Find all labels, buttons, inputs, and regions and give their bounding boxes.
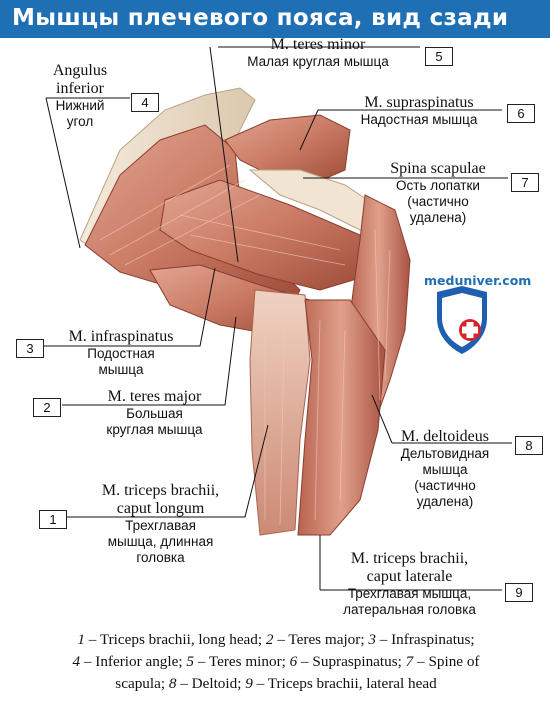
triceps-longum-russian-2: мышца, длинная (107, 534, 214, 549)
triceps-laterale-latin-1: M. triceps brachii, (350, 550, 469, 567)
infraspinatus-russian-2: мышца (98, 362, 144, 377)
spina-russian-2: (частично (407, 194, 469, 209)
number-box-6: 6 (507, 104, 535, 123)
caption-text: – Triceps brachii, lateral head (252, 675, 437, 692)
caption-num: 3 (368, 631, 376, 648)
angulus-russian-2: угол (66, 114, 94, 129)
caption-num: 8 (168, 675, 177, 692)
triceps-lateral-head (297, 299, 386, 536)
caption-text: – Infraspinatus; (375, 631, 475, 648)
muscle-fibers (99, 164, 391, 526)
angulus-russian-1: Нижний (55, 98, 105, 113)
triceps-longum-russian-1: Трехглавая (125, 518, 196, 533)
triceps-laterale-russian-2: латеральная головка (343, 602, 476, 617)
angulus-latin-2: inferior (56, 80, 104, 97)
teres-minor-russian: Малая круглая мышца (247, 54, 389, 69)
caption-num: 1 (77, 631, 85, 648)
supraspinatus-russian: Надостная мышца (360, 112, 478, 127)
triceps-longum-russian-3: головка (136, 550, 185, 565)
leader-lines (40, 46, 512, 591)
supraspinatus-muscle (224, 114, 351, 186)
caption-line-3: scapula; 8 – Deltoid; 9 – Triceps brachi… (8, 673, 544, 695)
label-triceps-longum: M. triceps brachii, caput longum Трехгла… (78, 482, 243, 566)
spina-latin: Spina scapulae (390, 160, 486, 177)
label-triceps-laterale: M. triceps brachii, caput laterale Трехг… (322, 550, 497, 618)
teres-minor-latin: M. teres minor (270, 36, 366, 53)
triceps-laterale-russian-1: Трехглавая мышца, (347, 586, 472, 601)
triceps-laterale-latin-2: caput laterale (366, 568, 453, 585)
caption-num: 2 (265, 631, 274, 648)
caption-text: – Deltoid; (176, 675, 246, 692)
caption-text: – Supraspinatus; (297, 653, 406, 670)
teres-minor-muscle (159, 179, 371, 291)
supraspinatus-latin: M. supraspinatus (364, 94, 474, 111)
watermark-text: meduniver.com (424, 273, 532, 288)
caption-text: – Inferior angle; (80, 653, 187, 670)
page-title: Мышцы плечевого пояса, вид сзади (12, 5, 509, 31)
teres-major-russian-1: Большая (126, 406, 183, 421)
deltoideus-russian-1: Дельтовидная (400, 446, 490, 461)
number-box-2: 2 (33, 398, 61, 417)
label-infraspinatus: M. infraspinatus Подостная мышца (46, 328, 196, 378)
caption-text: scapula; (115, 675, 169, 692)
caption-line-2: 4 – Inferior angle; 5 – Teres minor; 6 –… (8, 651, 544, 673)
label-deltoideus: M. deltoideus Дельтовидная мышца (частич… (385, 428, 505, 510)
infraspinatus-latin: M. infraspinatus (68, 328, 174, 345)
caption-line-1: 1 – Triceps brachii, long head; 2 – Tere… (8, 629, 544, 651)
caption-num: 9 (245, 675, 253, 692)
teres-major-russian-2: круглая мышца (106, 422, 203, 437)
number-box-3: 3 (16, 339, 44, 358)
triceps-longum-latin-2: caput longum (116, 500, 205, 517)
caption-text: – Spine of (413, 653, 480, 670)
number-box-8: 8 (515, 436, 543, 455)
number-box-4: 4 (131, 93, 159, 112)
number-box-7: 7 (511, 173, 539, 192)
label-teres-major: M. teres major Большая круглая мышца (72, 388, 237, 438)
caption-text: – Teres major; (273, 631, 369, 648)
caption-text: – Teres minor; (193, 653, 290, 670)
label-teres-minor: M. teres minor Малая круглая мышца (218, 36, 418, 70)
number-box-1: 1 (39, 510, 67, 529)
label-angulus-inferior: Angulus inferior Нижний угол (30, 62, 130, 130)
triceps-longum-latin-1: M. triceps brachii, (101, 482, 220, 499)
spina-russian-3: удалена) (409, 210, 467, 225)
meduniver-shield-icon (437, 286, 487, 354)
deltoideus-russian-4: удалена) (416, 494, 474, 509)
title-bar: Мышцы плечевого пояса, вид сзади (0, 0, 550, 38)
caption-num: 7 (405, 653, 414, 670)
spina-russian-1: Ость лопатки (396, 178, 480, 193)
caption-text: – Triceps brachii, long head; (84, 631, 266, 648)
angulus-latin-1: Angulus (52, 62, 108, 79)
label-supraspinatus: M. supraspinatus Надостная мышца (338, 94, 500, 128)
label-spina-scapulae: Spina scapulae Ость лопатки (частично уд… (370, 160, 506, 226)
caption-num: 4 (72, 653, 81, 670)
deltoideus-russian-3: (частично (414, 478, 476, 493)
infraspinatus-russian-1: Подостная (87, 346, 155, 361)
caption-num: 6 (289, 653, 298, 670)
number-box-5: 5 (425, 47, 453, 66)
teres-major-latin: M. teres major (107, 388, 202, 405)
figure-caption: 1 – Triceps brachii, long head; 2 – Tere… (8, 629, 544, 695)
deltoideus-russian-2: мышца (422, 462, 468, 477)
caption-num: 5 (186, 653, 194, 670)
number-box-9: 9 (505, 583, 533, 602)
deltoideus-latin: M. deltoideus (401, 428, 489, 445)
